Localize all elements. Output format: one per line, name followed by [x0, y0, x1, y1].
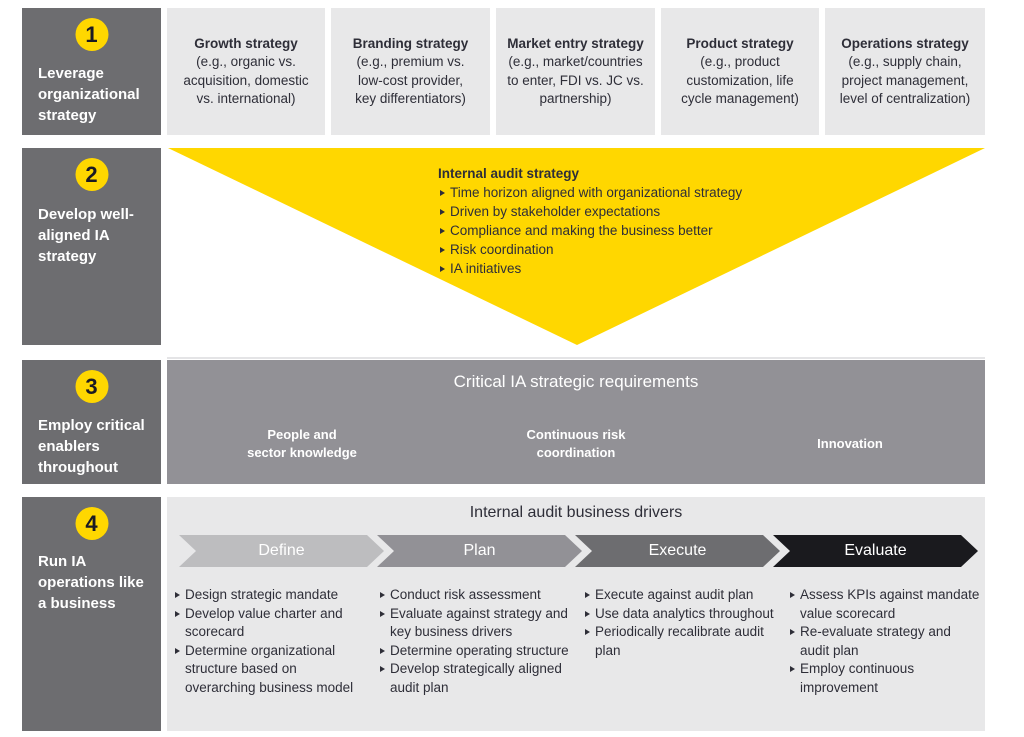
ia-strategy-item: Driven by stakeholder expectations: [438, 202, 742, 221]
phase-label: Define: [258, 542, 305, 559]
phase-item: Evaluate against strategy and key busine…: [378, 605, 573, 642]
strategy-description: (e.g., market/countries to enter, FDI vs…: [507, 54, 644, 106]
phase-item: Determine operating structure: [378, 642, 573, 661]
business-drivers-panel: Internal audit business drivers Define P…: [167, 497, 985, 731]
phase-chevron-execute: Execute: [575, 535, 780, 567]
phase-label: Evaluate: [844, 542, 907, 559]
business-drivers-title: Internal audit business drivers: [469, 504, 683, 521]
phase-item: Develop value charter and scorecard: [173, 605, 368, 642]
phase-item: Use data analytics throughout: [583, 605, 778, 624]
phase-label: Execute: [648, 542, 707, 559]
phase-item: Re-evaluate strategy and audit plan: [788, 623, 983, 660]
step-label: Develop well-aligned IA strategy: [38, 206, 134, 265]
phase-item: Execute against audit plan: [583, 586, 778, 605]
strategy-card: Product strategy (e.g., product customiz…: [661, 8, 819, 135]
phase-item: Conduct risk assessment: [378, 586, 573, 605]
ia-strategy-item: Risk coordination: [438, 240, 742, 259]
strategy-description: (e.g., organic vs. acquisition, domestic…: [183, 54, 309, 106]
step-number-badge: 3: [75, 370, 108, 403]
strategy-description: (e.g., supply chain, project management,…: [839, 54, 971, 106]
strategy-card: Growth strategy (e.g., organic vs. acqui…: [167, 8, 325, 135]
strategy-card: Market entry strategy (e.g., market/coun…: [496, 8, 655, 135]
requirements-title: Critical IA strategic requirements: [453, 372, 699, 391]
step-label: Run IA operations like a business: [38, 553, 144, 612]
strategy-card: Branding strategy (e.g., premium vs. low…: [331, 8, 490, 135]
phase-chevron-define: Define: [179, 535, 384, 567]
phase-list-execute: Execute against audit plan Use data anal…: [583, 586, 778, 660]
phase-label: Plan: [463, 542, 496, 559]
phase-list-evaluate: Assess KPIs against mandate value scorec…: [788, 586, 983, 697]
strategy-title: Product strategy: [686, 35, 794, 51]
strategy-title: Market entry strategy: [507, 35, 644, 51]
step-3-panel: 3 Employ critical enablers throughout: [22, 360, 161, 484]
strategy-title: Operations strategy: [841, 35, 969, 51]
step-number-badge: 4: [75, 507, 108, 540]
step-number-badge: 1: [75, 18, 108, 51]
requirement-item: Continuous risk coordination: [526, 427, 626, 460]
step-1-panel: 1 Leverage organizational strategy: [22, 8, 161, 135]
phase-item: Determine organizational structure based…: [173, 642, 368, 698]
ia-strategy-box: Internal audit strategy Time horizon ali…: [438, 164, 742, 278]
strategy-description: (e.g., product customization, life cycle…: [681, 54, 799, 106]
ia-strategy-item: Compliance and making the business bette…: [438, 221, 742, 240]
requirement-item: People and sector knowledge: [247, 427, 357, 460]
requirement-item: Innovation: [817, 436, 883, 451]
phase-chevron-evaluate: Evaluate: [773, 535, 978, 567]
strategy-description: (e.g., premium vs. low-cost provider, ke…: [355, 54, 466, 106]
phase-item: Assess KPIs against mandate value scorec…: [788, 586, 983, 623]
requirements-panel: Critical IA strategic requirements Peopl…: [167, 360, 985, 484]
phase-list-plan: Conduct risk assessment Evaluate against…: [378, 586, 573, 697]
phase-item: Employ continuous improvement: [788, 660, 983, 697]
strategy-card: Operations strategy (e.g., supply chain,…: [825, 8, 985, 135]
ia-strategy-item: IA initiatives: [438, 259, 742, 278]
step-4-panel: 4 Run IA operations like a business: [22, 497, 161, 731]
strategy-title: Growth strategy: [194, 35, 298, 51]
step-label: Employ critical enablers throughout: [38, 417, 145, 476]
step-2-panel: 2 Develop well-aligned IA strategy: [22, 148, 161, 345]
phase-item: Design strategic mandate: [173, 586, 368, 605]
ia-strategy-item: Time horizon aligned with organizational…: [438, 183, 742, 202]
step-label: Leverage organizational strategy: [38, 65, 140, 124]
phase-item: Develop strategically aligned audit plan: [378, 660, 573, 697]
ia-strategy-title: Internal audit strategy: [438, 166, 580, 181]
phase-chevron-plan: Plan: [377, 535, 582, 567]
step-number-badge: 2: [75, 158, 108, 191]
phase-item: Periodically recalibrate audit plan: [583, 623, 778, 660]
phase-list-define: Design strategic mandate Develop value c…: [173, 586, 368, 697]
strategy-title: Branding strategy: [352, 35, 469, 51]
